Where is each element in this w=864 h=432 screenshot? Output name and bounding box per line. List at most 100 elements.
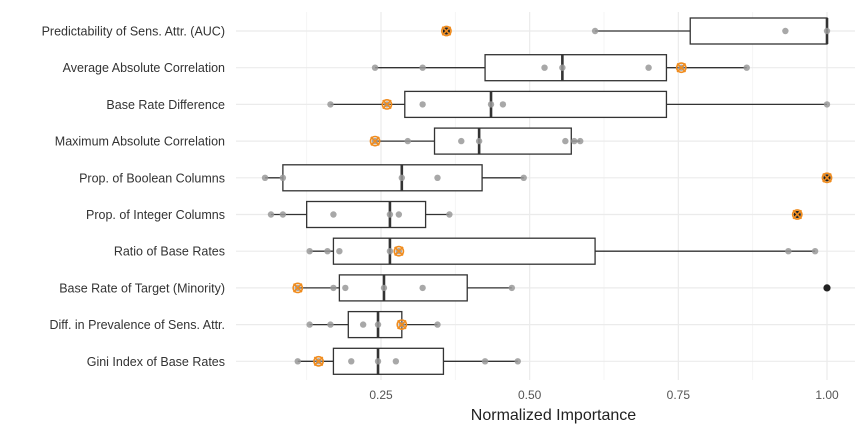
- category-label: Base Rate Difference: [106, 98, 225, 112]
- iqr-box: [282, 164, 483, 192]
- data-point: [487, 101, 495, 108]
- data-point: [785, 248, 792, 255]
- category-label: Average Absolute Correlation: [63, 61, 225, 75]
- data-point: [279, 211, 287, 218]
- data-point: [559, 64, 566, 71]
- data-point: [811, 248, 819, 255]
- highlight-cross: [313, 356, 324, 367]
- x-axis-title: Normalized Importance: [471, 407, 637, 424]
- highlight-cross: [397, 319, 407, 330]
- highlight-cross: [370, 136, 380, 146]
- x-tick-label: 0.75: [667, 388, 691, 402]
- data-point: [591, 27, 599, 35]
- data-point: [645, 64, 652, 71]
- category-label: Base Rate of Target (Minority): [59, 281, 225, 295]
- data-point: [330, 211, 337, 218]
- category-label: Diff. in Prevalence of Sens. Attr.: [49, 318, 225, 332]
- data-point: [520, 174, 527, 181]
- iqr-box: [306, 200, 427, 229]
- data-point: [359, 321, 367, 328]
- data-point: [336, 248, 343, 255]
- label-layer: 0.25 0.50 0.75 1.00 Predictability of Sens. …: [42, 25, 839, 403]
- data-point: [499, 101, 507, 108]
- highlight-point: [292, 282, 304, 294]
- data-point: [294, 358, 301, 365]
- data-point: [398, 174, 406, 181]
- highlight-cross: [441, 26, 452, 36]
- data-point: [577, 137, 584, 145]
- data-point: [782, 27, 789, 35]
- category-label: Prop. of Boolean Columns: [79, 171, 225, 185]
- data-point: [419, 284, 426, 292]
- data-point: [348, 358, 355, 365]
- data-point: [306, 321, 313, 328]
- highlight-point: [396, 319, 408, 330]
- highlight-point: [369, 135, 381, 147]
- data-point: [395, 211, 403, 218]
- data-point: [324, 248, 331, 255]
- data-point: [419, 101, 426, 108]
- data-point: [458, 137, 465, 145]
- data-point: [330, 284, 337, 292]
- data-point: [541, 64, 548, 71]
- data-point: [371, 64, 379, 71]
- data-point: [743, 64, 750, 71]
- data-point: [823, 27, 831, 35]
- data-point: [374, 358, 382, 365]
- data-point: [374, 321, 382, 328]
- iqr-box: [404, 90, 668, 119]
- data-point: [562, 137, 569, 145]
- data-point: [386, 211, 394, 218]
- iqr-box: [433, 127, 572, 155]
- data-point: [267, 211, 275, 218]
- category-label: Prop. of Integer Columns: [86, 208, 225, 222]
- data-point: [508, 284, 516, 292]
- data-point: [386, 248, 394, 255]
- data-point: [514, 358, 521, 365]
- highlight-point: [393, 245, 405, 257]
- highlight-point: [313, 355, 324, 367]
- data-point: [571, 137, 578, 145]
- outlier-point: [823, 284, 831, 292]
- iqr-box: [484, 54, 668, 82]
- highlight-point: [791, 209, 803, 220]
- highlight-point: [821, 172, 833, 184]
- iqr-box: [689, 17, 828, 45]
- data-point: [380, 284, 388, 292]
- highlight-cross: [292, 283, 303, 293]
- box-layer: [265, 17, 829, 375]
- iqr-box: [332, 237, 596, 265]
- highlight-point: [381, 99, 393, 110]
- data-point: [327, 101, 334, 108]
- category-label: Ratio of Base Rates: [114, 245, 225, 259]
- highlight-cross: [382, 99, 392, 110]
- highlight-cross: [394, 246, 404, 256]
- highlight-point: [441, 25, 452, 37]
- data-point: [434, 174, 441, 181]
- category-label: Maximum Absolute Correlation: [55, 135, 225, 149]
- highlight-cross: [822, 173, 832, 183]
- data-point: [481, 358, 489, 365]
- data-point: [446, 211, 453, 218]
- data-point: [475, 137, 483, 145]
- data-point: [404, 137, 411, 145]
- data-point: [434, 321, 441, 328]
- data-point: [823, 101, 831, 108]
- highlight-cross: [676, 62, 687, 73]
- data-point: [279, 174, 287, 181]
- data-point: [261, 174, 269, 181]
- x-tick-label: 0.25: [369, 388, 393, 402]
- data-point: [392, 358, 400, 365]
- data-point: [342, 284, 349, 292]
- highlight-point: [675, 62, 687, 74]
- iqr-box: [338, 274, 468, 302]
- data-point: [327, 321, 334, 328]
- point-layer: [261, 25, 833, 367]
- data-point: [419, 64, 426, 71]
- category-label: Gini Index of Base Rates: [87, 355, 225, 369]
- x-tick-label: 1.00: [815, 388, 839, 402]
- highlight-cross: [792, 209, 803, 220]
- category-label: Predictability of Sens. Attr. (AUC): [42, 25, 225, 39]
- x-tick-label: 0.50: [518, 388, 542, 402]
